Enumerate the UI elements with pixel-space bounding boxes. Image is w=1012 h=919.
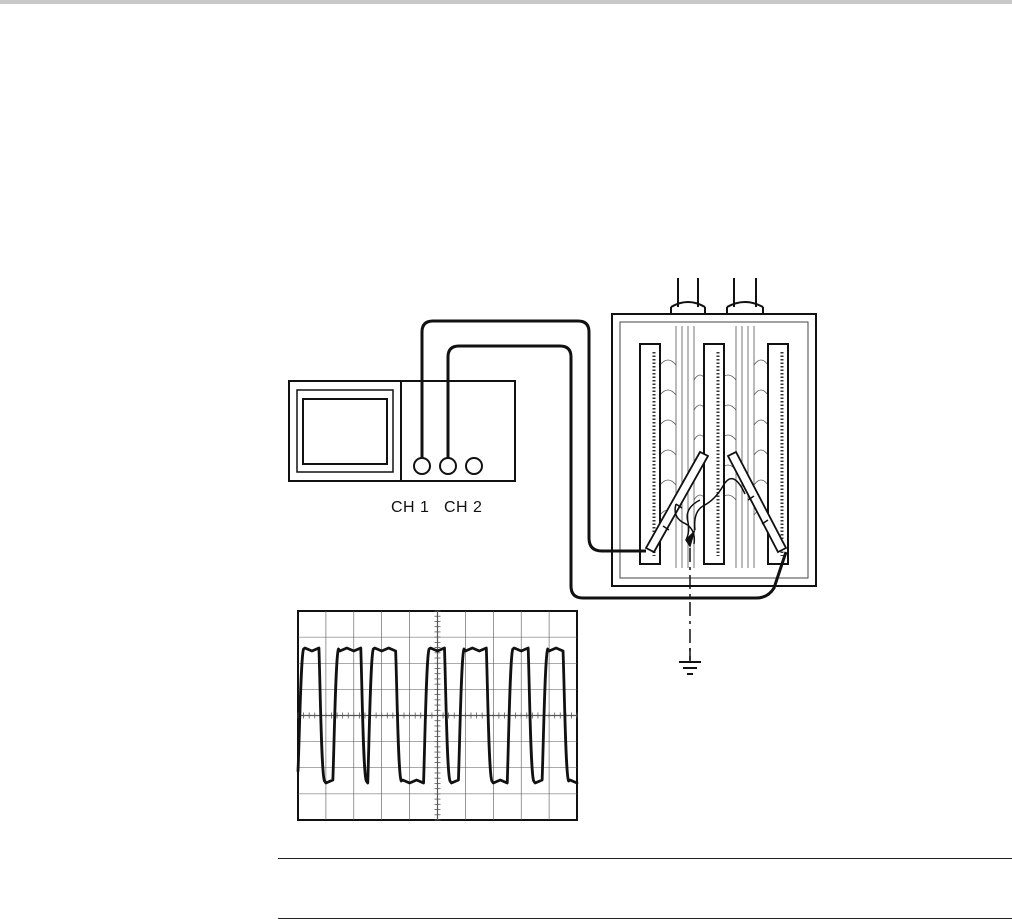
scope-screen-bezel bbox=[297, 390, 393, 472]
ch2-input-connector bbox=[440, 458, 456, 474]
section-rule-upper bbox=[278, 858, 1012, 859]
ch1-label: CH 1 bbox=[391, 499, 429, 516]
ch2-label: CH 2 bbox=[444, 499, 482, 516]
waveform-display bbox=[298, 611, 577, 820]
ch1-input-connector bbox=[414, 458, 430, 474]
board-strip-middle bbox=[704, 344, 724, 564]
oscilloscope-front-panel bbox=[289, 381, 515, 481]
ext-trigger-connector bbox=[466, 458, 482, 474]
circuit-board-assembly bbox=[612, 278, 816, 586]
board-input-pipes bbox=[671, 278, 763, 314]
